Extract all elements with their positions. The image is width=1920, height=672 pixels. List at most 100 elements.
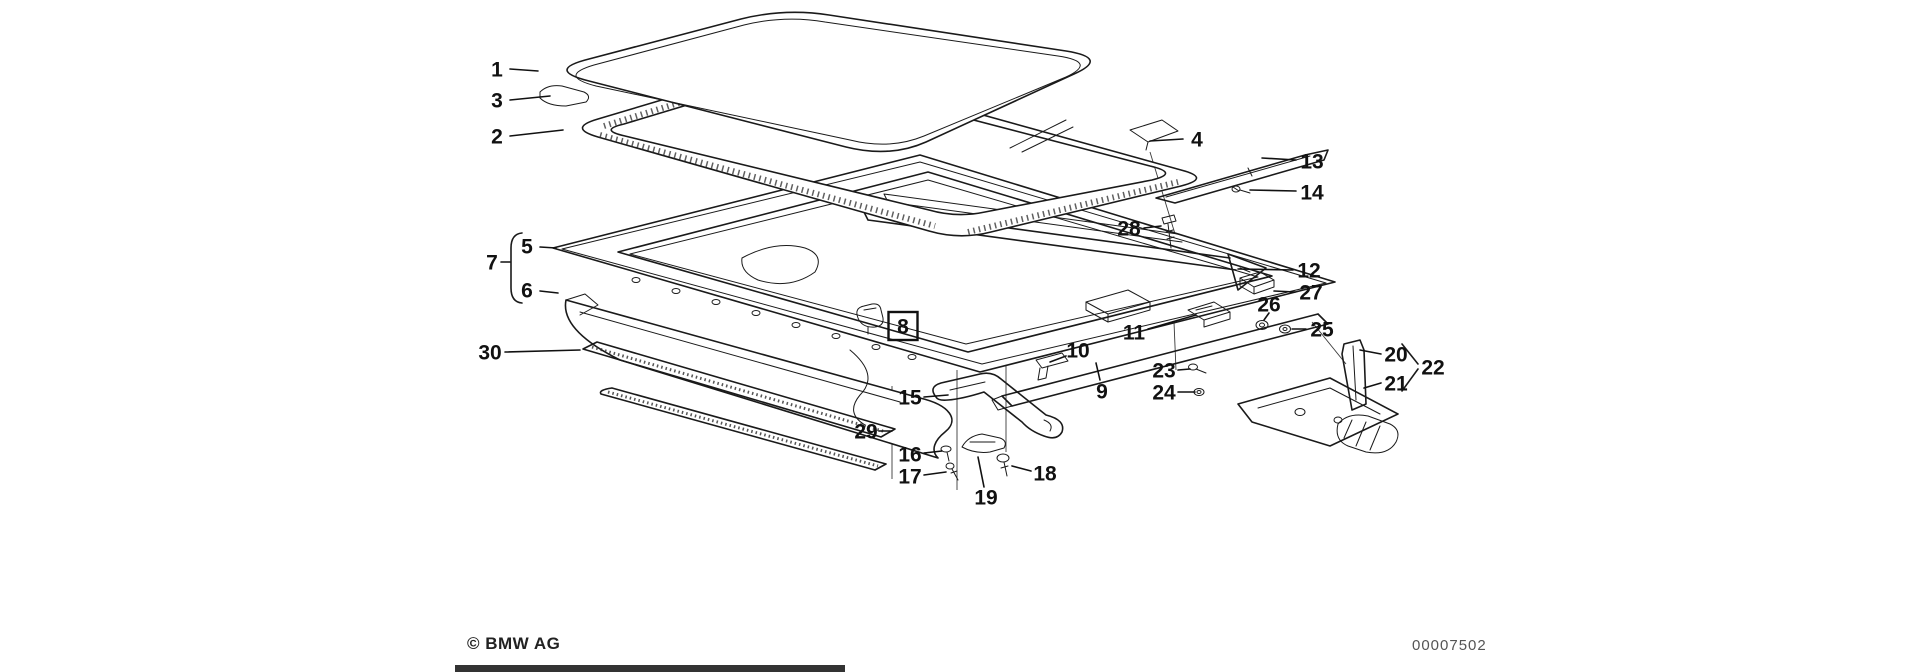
callout-15: 15 [898, 387, 949, 410]
callout-number-1: 1 [491, 59, 503, 82]
callout-19: 19 [974, 456, 998, 510]
callout-number-25: 25 [1310, 319, 1334, 342]
callout-number-20: 20 [1384, 344, 1407, 367]
drawing-number: 00007502 [1412, 637, 1487, 654]
callout-leader-1 [509, 68, 539, 72]
callout-leader-13 [1261, 157, 1297, 161]
callout-leader-6 [539, 290, 559, 294]
callout-leader-27 [1273, 290, 1296, 293]
callout-12: 12 [1237, 260, 1321, 283]
callout-number-29: 29 [854, 421, 877, 444]
callout-leader-16 [923, 450, 943, 454]
callout-number-23: 23 [1152, 360, 1175, 383]
callout-number-15: 15 [898, 387, 922, 410]
callout-13: 13 [1261, 151, 1324, 174]
callout-7: 7 [486, 252, 511, 275]
callout-number-27: 27 [1299, 282, 1322, 305]
callout-leader-21 [1363, 382, 1382, 389]
callout-number-11: 11 [1123, 322, 1146, 345]
callout-number-5: 5 [521, 236, 533, 259]
callout-22: 22 [1421, 357, 1444, 380]
part-clip-8 [856, 303, 884, 335]
callout-leader-14 [1249, 189, 1297, 192]
frame-mounting-holes [631, 277, 917, 360]
callout-number-28: 28 [1117, 218, 1141, 241]
callout-leader-5 [539, 246, 557, 249]
callout-21: 21 [1363, 373, 1408, 396]
callout-leader-4 [1149, 138, 1184, 142]
part-sliding-roof-lid [566, 11, 1091, 153]
callout-1: 1 [491, 59, 539, 82]
part-latch-mechanism [1237, 339, 1399, 454]
callout-16: 16 [898, 444, 943, 467]
callout-number-21: 21 [1384, 373, 1408, 396]
callout-leader-28 [1143, 225, 1162, 229]
callout-brackets [510, 232, 1419, 392]
part-screw-28 [1161, 214, 1177, 249]
part-rail-bracket [1035, 352, 1069, 381]
callout-5: 5 [521, 236, 557, 259]
callout-4: 4 [1149, 129, 1203, 152]
callout-26: 26 [1257, 294, 1281, 321]
part-screw-16 [940, 445, 952, 462]
footer-bar [455, 665, 845, 672]
callout-number-6: 6 [521, 280, 533, 303]
callout-number-17: 17 [898, 466, 921, 489]
callout-number-10: 10 [1066, 340, 1089, 363]
part-handle-lever [932, 372, 1064, 439]
part-slider-block [1187, 301, 1231, 328]
callout-number-9: 9 [1096, 381, 1108, 404]
callout-number-2: 2 [491, 126, 503, 149]
callout-leader-10 [1049, 355, 1067, 363]
callout-6: 6 [521, 280, 559, 303]
callout-leader-30 [504, 349, 581, 353]
callout-10: 10 [1049, 340, 1090, 363]
part-washer-25 [1279, 324, 1291, 334]
callout-number-18: 18 [1033, 463, 1057, 486]
copyright-text: © BMW AG [467, 634, 560, 653]
part-corner-piece-4 [1129, 119, 1179, 151]
callout-28: 28 [1117, 218, 1162, 241]
callout-8: 8 [887, 310, 919, 342]
callout-leader-3 [509, 95, 551, 101]
part-screw-17 [945, 462, 959, 481]
callout-leader-15 [923, 394, 949, 398]
callout-17: 17 [898, 466, 947, 489]
callout-leader-2 [509, 129, 564, 137]
callout-25: 25 [1291, 319, 1334, 342]
callout-9: 9 [1095, 362, 1108, 404]
callout-14: 14 [1249, 182, 1324, 205]
callout-leader-26 [1263, 312, 1270, 321]
callout-number-13: 13 [1300, 151, 1323, 174]
callout-box-8 [887, 310, 919, 342]
part-bolt-18 [996, 453, 1010, 477]
callout-leader-9 [1095, 362, 1101, 381]
part-sliding-roof-frame [552, 154, 1336, 373]
callout-30: 30 [478, 342, 581, 365]
bracket-22 [1401, 343, 1419, 392]
part-screw-23 [1188, 363, 1207, 374]
callout-27: 27 [1273, 282, 1323, 305]
callout-29: 29 [854, 421, 893, 444]
callout-leader-20 [1359, 349, 1382, 355]
part-trim-strip [1155, 149, 1329, 204]
part-cover-strip-30 [582, 341, 896, 438]
callout-24: 24 [1152, 382, 1196, 405]
callout-number-3: 3 [491, 90, 503, 113]
callout-leader-12 [1237, 268, 1294, 271]
callout-2: 2 [491, 126, 564, 149]
frame-drive-block [1085, 289, 1151, 323]
callout-23: 23 [1152, 360, 1191, 383]
callout-18: 18 [1011, 463, 1057, 486]
callout-number-8: 8 [897, 316, 909, 339]
callout-number-12: 12 [1297, 260, 1320, 283]
callout-number-26: 26 [1257, 294, 1280, 317]
callout-leader-23 [1177, 368, 1191, 371]
callout-3: 3 [491, 90, 551, 113]
callout-leader-18 [1011, 465, 1032, 472]
callout-number-16: 16 [898, 444, 921, 467]
callout-number-14: 14 [1300, 182, 1324, 205]
